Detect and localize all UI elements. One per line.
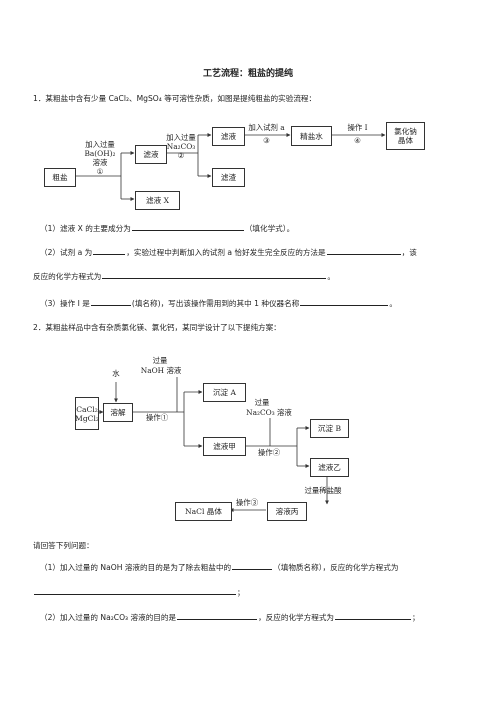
- q2-ask: 请回答下列问题：: [33, 541, 94, 550]
- answer-blank[interactable]: [232, 561, 273, 570]
- answer-blank[interactable]: [102, 270, 327, 279]
- refined-water-box: 精盐水: [291, 126, 332, 146]
- step1-label-c: 溶液: [92, 158, 108, 167]
- step3-label-b: ③: [263, 136, 270, 145]
- raw-line-a: CaCl₂: [76, 404, 98, 414]
- q1-part3-text-b: (填名称)，写出该操作需用到的其中 1 种仪器名称: [131, 299, 300, 308]
- q2-part2-text-a: （2）加入过量的 Na₂CO₃ 溶液的目的是: [40, 613, 177, 622]
- crude-salt-box: 粗盐: [44, 168, 76, 187]
- step3-label-a: 加入试剂 a: [248, 123, 285, 132]
- filtrate2-box: 滤液: [212, 127, 245, 146]
- step4-label-a: 操作 I: [347, 123, 368, 132]
- q2-part2-text-b: ，反应的化学方程式为: [258, 613, 335, 622]
- q1-part2-text-b: ，实验过程中判断加入的试剂 a 恰好发生完全反应的方法是: [126, 248, 326, 257]
- q1-part2-cont: 反应的化学方程式为 。: [33, 270, 335, 282]
- answer-blank[interactable]: [326, 246, 401, 255]
- hcl-label: 过量稀盐酸: [304, 486, 342, 495]
- filtrate-b-box: 滤液乙: [310, 458, 349, 477]
- product-line-a: 氯化钠: [394, 127, 417, 136]
- precip-b-box: 沉淀 B: [310, 419, 349, 438]
- step1-label-d: ①: [96, 167, 104, 176]
- na2co3-label: Na₂CO₃ 溶液: [246, 408, 292, 417]
- q1-part3-text-c: 。: [389, 299, 397, 308]
- step2-label-c: ②: [177, 151, 185, 160]
- filtrate1-box: 滤液: [135, 145, 167, 164]
- excess1-label: 过量: [152, 356, 168, 365]
- answer-blank[interactable]: [177, 611, 258, 620]
- answer-blank[interactable]: [34, 586, 236, 595]
- op3-label: 操作③: [235, 498, 259, 507]
- q1-part2-text-d: 反应的化学方程式为: [33, 272, 102, 281]
- filtrate-a-box: 滤液甲: [203, 437, 246, 456]
- q2-part2-text-c: ；: [412, 613, 420, 622]
- step2-label-a: 加入过量: [166, 133, 196, 142]
- q1-part3: （3）操作 I 是 (填名称)，写出该操作需用到的其中 1 种仪器名称 。: [40, 297, 397, 309]
- answer-blank[interactable]: [300, 297, 389, 306]
- q2-part1: （1）加入过量的 NaOH 溶液的目的是为了除去粗盐中的 （填物质名称），反应的化…: [40, 561, 398, 573]
- page-title: 工艺流程：粗盐的提纯: [202, 69, 293, 79]
- op2-label: 操作②: [257, 448, 281, 457]
- q1-part2-text-e: 。: [327, 272, 335, 281]
- q1-part3-text-a: （3）操作 I 是: [40, 299, 90, 308]
- product-line-b: 晶体: [397, 136, 414, 145]
- answer-blank[interactable]: [90, 297, 131, 306]
- q1-part1-text-b: （填化学式）。: [244, 224, 295, 233]
- q2-part2: （2）加入过量的 Na₂CO₃ 溶液的目的是 ，反应的化学方程式为 ；: [40, 611, 420, 623]
- step4-label-b: ④: [354, 136, 361, 145]
- excess2-label: 过量: [254, 398, 270, 407]
- answer-blank[interactable]: [93, 246, 126, 255]
- nacl-box: NaCl 晶体: [175, 502, 232, 521]
- answer-blank[interactable]: [335, 611, 412, 620]
- q1-part2-text-a: （2）试剂 a 为: [40, 248, 93, 257]
- raw-line-b: MgCl₂: [75, 413, 99, 423]
- raw-sample-box: CaCl₂ MgCl₂: [75, 397, 99, 430]
- q1-part1: （1）滤液 X 的主要成分为 （填化学式）。: [40, 222, 294, 234]
- op1-label: 操作①: [145, 413, 169, 422]
- precip-a-box: 沉淀 A: [203, 383, 246, 402]
- dissolve-box: 溶解: [103, 403, 133, 422]
- step1-label-a: 加入过量: [85, 140, 115, 149]
- answer-blank[interactable]: [131, 222, 244, 231]
- q2-part1-text-a: （1）加入过量的 NaOH 溶液的目的是为了除去粗盐中的: [40, 563, 232, 572]
- q2-stem: 2．某粗盐样品中含有杂质氯化镁、氯化钙，某同学设计了以下提纯方案：: [33, 323, 281, 332]
- residue-box: 滤渣: [212, 168, 245, 187]
- naoh-label: NaOH 溶液: [140, 366, 182, 375]
- q2-part1-text-b: （填物质名称），反应的化学方程式为: [273, 563, 399, 572]
- product-box: 氯化钠 晶体: [386, 122, 425, 150]
- filtrate-c-box: 溶液丙: [267, 502, 307, 521]
- water-label: 水: [112, 369, 120, 378]
- step1-label-b: Ba(OH)₂: [84, 149, 116, 158]
- q1-stem: 1．某粗盐中含有少量 CaCl₂、MgSO₄ 等可溶性杂质，如图是提纯粗盐的实验…: [33, 94, 317, 103]
- filtrate-x-box: 滤液 X: [135, 191, 180, 210]
- q2-part1-text-c: ；: [237, 588, 245, 597]
- step2-label-b: Na₂CO₃: [166, 142, 196, 151]
- q1-part2: （2）试剂 a 为 ，实验过程中判断加入的试剂 a 恰好发生完全反应的方法是 ，该: [40, 246, 417, 258]
- q2-part1-cont: ；: [33, 586, 245, 598]
- q1-part1-text-a: （1）滤液 X 的主要成分为: [40, 224, 131, 233]
- q1-part2-text-c: ，该: [401, 248, 417, 257]
